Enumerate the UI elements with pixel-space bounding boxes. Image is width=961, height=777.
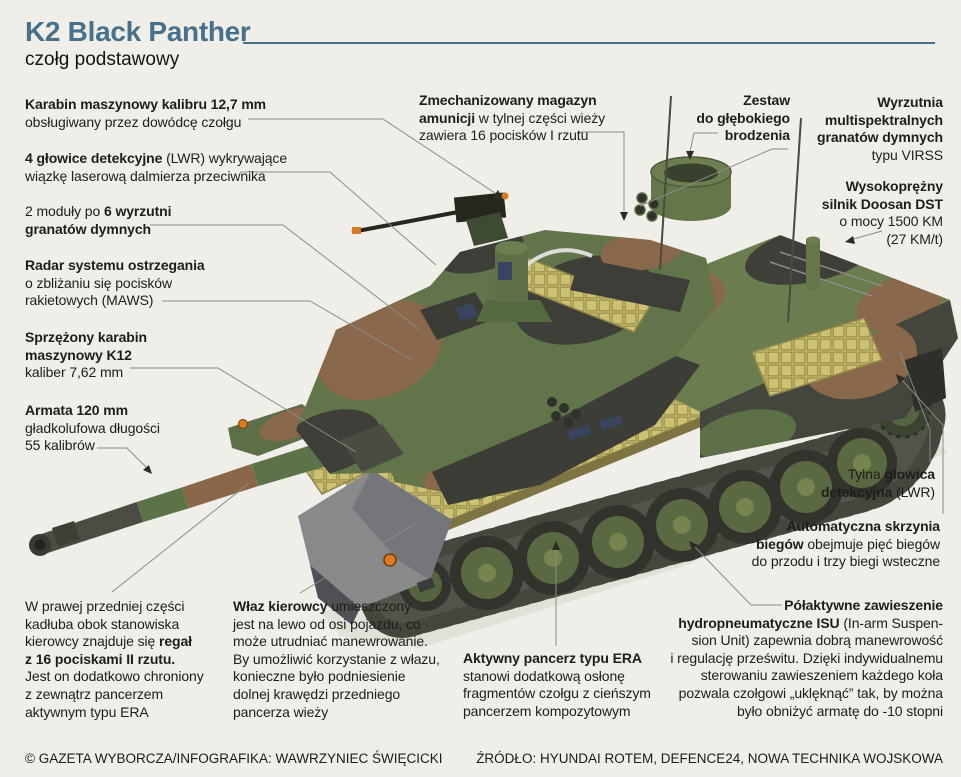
headlight: [383, 553, 397, 567]
label-karabin-k12: Sprzężony karabin maszynowy K12 kaliber …: [25, 329, 148, 381]
footer-credit: © GAZETA WYBORCZA/INFOGRAFIKA: WAWRZYNIE…: [25, 751, 443, 766]
rear-mud-flap: [905, 348, 946, 412]
page-subtitle: czołg podstawowy: [25, 49, 180, 70]
turret-front-face: [432, 356, 700, 505]
hull-side: [700, 300, 958, 458]
commander-machine-gun: [351, 192, 509, 246]
label-karabin-12-7mm: Karabin maszynowy kalibru 12,7 mm obsług…: [25, 96, 267, 130]
title-rule: [243, 42, 935, 44]
leader-lines: [97, 118, 944, 646]
label-wlaz-kierowcy: Właz kierowcy umieszczony jest na lewo o…: [233, 598, 440, 720]
label-zawieszenie-isu: Półaktywne zawieszenie hydropneumatyczne…: [670, 597, 943, 719]
label-pancerz-era: Aktywny pancerz typu ERA stanowi dodatko…: [463, 650, 651, 719]
handrail: [521, 248, 593, 270]
label-wyrzutnie-granatow: 2 moduły po 6 wyrzutni granatów dymnych: [25, 203, 172, 237]
label-magazyn-amunicji: Zmechanizowany magazyn amunicji w tylnej…: [419, 92, 606, 144]
leader-arrowheads: [143, 151, 905, 550]
road-wheels: [399, 381, 932, 611]
label-zestaw-brodzenia: Zestaw do głębokiego brodzenia: [696, 92, 790, 144]
periscopes: [567, 415, 623, 440]
label-glowice-lwr: 4 głowice detekcyjne (LWR) wykrywające w…: [25, 150, 288, 184]
antennas: [659, 95, 802, 323]
virss-launcher: [634, 192, 660, 222]
label-skrzynia-biegow: Automatyczna skrzynia biegów obejmuje pi…: [751, 518, 940, 570]
footer: © GAZETA WYBORCZA/INFOGRAFIKA: WAWRZYNIE…: [25, 751, 943, 766]
fender-light: [238, 419, 248, 429]
smoke-launcher-tubes: [547, 397, 581, 427]
mantlet: [340, 424, 404, 472]
gunner-sight: [420, 292, 492, 340]
turret-side-era-rack: [750, 317, 884, 397]
bustle-rack: [570, 258, 690, 312]
commander-sight: [476, 241, 552, 322]
vent-mast: [806, 236, 820, 290]
label-wyrzutnia-virss: Wyrzutnia multispektralnych granatów dym…: [817, 94, 943, 163]
label-radar-maws: Radar systemu ostrzegania o zbliżaniu si…: [25, 257, 205, 309]
label-silnik-doosan: Wysokoprężny silnik Doosan DST o mocy 15…: [821, 178, 943, 247]
muzzle-collar: [52, 521, 80, 547]
label-tylna-glowica-lwr: Tylna głowica detekcyjna (LWR): [820, 466, 935, 500]
footer-source: ŹRÓDŁO: HYUNDAI ROTEM, DEFENCE24, NOWA T…: [476, 751, 943, 766]
tow-hook: [416, 577, 436, 593]
page-title: K2 Black Panther: [25, 16, 251, 47]
label-armata-120mm: Armata 120 mm gładkolufowa długości 55 k…: [25, 402, 160, 454]
label-regal-pociskow: W prawej przedniej części kadłuba obok s…: [25, 598, 204, 720]
